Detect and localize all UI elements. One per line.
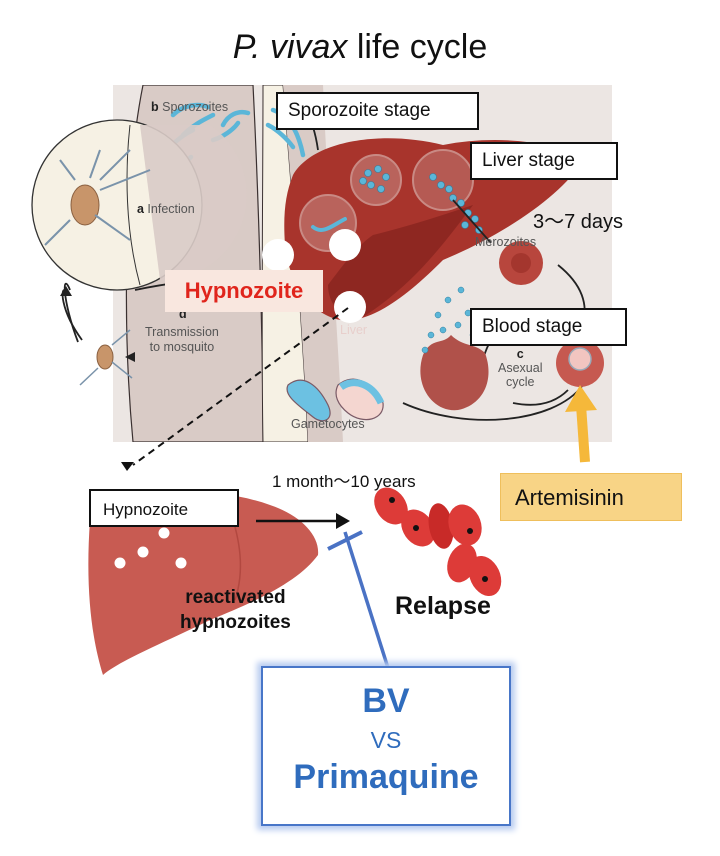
relapse-label: Relapse (395, 592, 491, 620)
liver-shadow (328, 205, 473, 318)
hepatocyte (412, 149, 474, 211)
drug-a-label: BV (362, 682, 410, 720)
inhibition-bar (327, 530, 363, 551)
sporozoites-label: b Sporozoites (151, 100, 229, 114)
hepatocyte (350, 154, 402, 206)
liver-stage-box: Liver stage (470, 142, 618, 180)
skin-region (125, 85, 264, 442)
hypnozoite-highlight-label: Hypnozoite (165, 270, 323, 312)
page-title: P. vivax life cycle (232, 28, 488, 66)
hypnozoite-box: Hypnozoite (89, 489, 239, 527)
artemisinin-label: Artemisinin (500, 473, 682, 521)
hypnozoite-dot (262, 239, 294, 271)
return-arrow (61, 289, 83, 341)
merozoites-label: Merozoites (475, 235, 537, 249)
hypnozoite-dot (334, 291, 366, 323)
drug-b-label: Primaquine (293, 758, 479, 796)
liver-label: Liver (340, 323, 368, 337)
ruptured-schizont (420, 335, 489, 411)
liver-stage-duration: 3〜7 days (533, 211, 624, 233)
sporozoite-in-hepatocyte (311, 217, 347, 232)
infection-label: a Infection (133, 200, 191, 214)
relapse-blood-cells (374, 487, 502, 597)
blood-stage-box: Blood stage (470, 308, 627, 346)
hypnozoite-dot (329, 229, 361, 261)
inhibition-line (343, 531, 390, 669)
sporozoite-stage-box: Sporozoite stage (276, 92, 479, 130)
relapse-duration: 1 month〜10 years (272, 472, 416, 491)
gametocytes-label: Gametocytes (291, 417, 365, 431)
life-cycle-illustration: b Sporozoites a Infection Liver Merozoit… (113, 85, 612, 442)
drug-comparison-box: BV VS Primaquine (261, 666, 511, 826)
versus-label: VS (370, 727, 402, 753)
